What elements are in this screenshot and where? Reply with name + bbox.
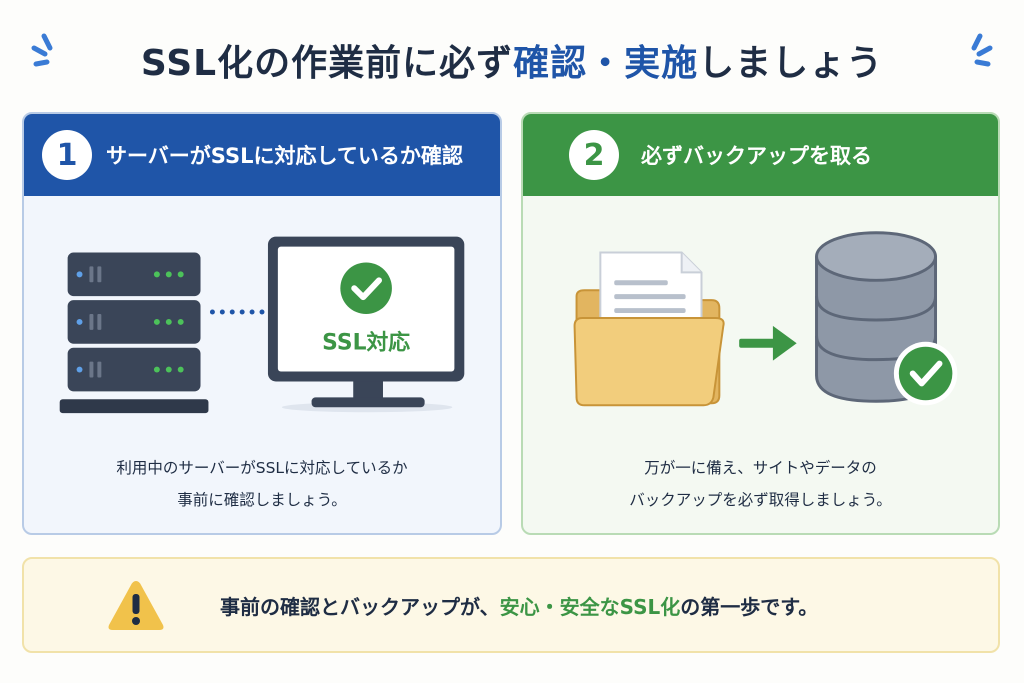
note-part2: の第一歩です。 xyxy=(680,594,819,619)
card-server-check-description: 利用中のサーバーがSSLに対応しているか 事前に確認しましょう。 xyxy=(24,452,500,516)
sparkle-right-icon xyxy=(971,33,993,67)
card-backup: 2 必ずバックアップを取る xyxy=(521,112,1000,535)
server-icon xyxy=(59,252,209,414)
card2-desc-line2: バックアップを必ず取得しましょう。 xyxy=(629,491,892,509)
card1-desc-line1: 利用中のサーバーがSSLに対応しているか xyxy=(116,459,408,477)
step-number-1: 1 xyxy=(42,130,92,180)
card-backup-title: 必ずバックアップを取る xyxy=(641,144,872,168)
sparkle-left-icon xyxy=(31,33,53,67)
connection-dots xyxy=(209,309,265,315)
title-highlight: 確認・実施 xyxy=(513,43,699,84)
card-server-check-header: 1 サーバーがSSLに対応しているか確認 xyxy=(24,114,500,196)
card-server-check: 1 サーバーがSSLに対応しているか確認 xyxy=(22,112,502,535)
card-server-check-title: サーバーがSSLに対応しているか確認 xyxy=(106,144,463,168)
step-number-2: 2 xyxy=(569,130,619,180)
folder-document-icon xyxy=(573,251,725,407)
card1-desc-line2: 事前に確認しましょう。 xyxy=(177,491,347,509)
card2-desc-line1: 万が一に備え、サイトやデータの xyxy=(644,459,877,477)
page-title: SSL化の作業前に必ず確認・実施しましょう xyxy=(0,30,1024,90)
server-monitor-illustration: SSL対応 xyxy=(59,236,465,414)
note-highlight: 安心・安全なSSL化 xyxy=(499,594,681,619)
title-part1: SSL化の作業前に必ず xyxy=(140,43,514,84)
warning-icon xyxy=(108,581,164,630)
note-part1: 事前の確認とバックアップが、 xyxy=(220,594,500,619)
card-backup-header: 2 必ずバックアップを取る xyxy=(523,114,998,196)
card-backup-description: 万が一に備え、サイトやデータの バックアップを必ず取得しましょう。 xyxy=(523,452,998,516)
ssl-support-label: SSL対応 xyxy=(322,330,410,356)
backup-illustration xyxy=(573,231,958,407)
summary-text: 事前の確認とバックアップが、安心・安全なSSL化の第一歩です。 xyxy=(220,591,818,620)
title-part2: しましょう xyxy=(698,43,884,84)
check-icon xyxy=(893,341,958,406)
summary-note: 事前の確認とバックアップが、安心・安全なSSL化の第一歩です。 xyxy=(22,557,1000,653)
arrow-right-icon xyxy=(739,325,797,361)
check-icon xyxy=(340,262,392,315)
